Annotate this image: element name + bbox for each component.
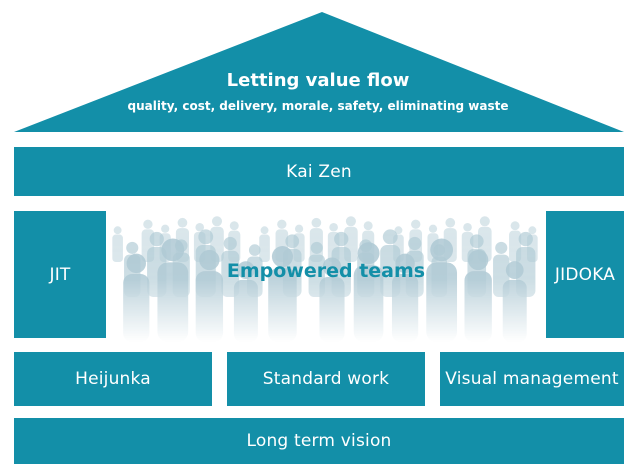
- right-pillar: JIDOKA: [546, 211, 624, 338]
- foundation-block-heijunka: Heijunka: [14, 352, 212, 406]
- center-label: Empowered teams: [226, 260, 426, 282]
- crowd-image: [112, 216, 538, 342]
- foundation-label: Visual management: [445, 369, 619, 389]
- roof-title: Letting value flow: [226, 70, 410, 91]
- left-pillar-label: JIT: [49, 264, 71, 285]
- kaizen-bar: Kai Zen: [14, 147, 624, 196]
- foundation-block-standard-work: Standard work: [227, 352, 425, 406]
- base-bar: Long term vision: [14, 418, 624, 464]
- foundation-block-visual-management: Visual management: [440, 352, 624, 406]
- base-label: Long term vision: [246, 431, 392, 451]
- foundation-label: Heijunka: [75, 369, 151, 389]
- roof-subtitle: quality, cost, delivery, morale, safety,…: [127, 99, 509, 113]
- left-pillar: JIT: [14, 211, 106, 338]
- kaizen-label: Kai Zen: [286, 161, 352, 182]
- foundation-label: Standard work: [262, 369, 390, 389]
- roof-shape: [14, 12, 624, 132]
- right-pillar-label: JIDOKA: [554, 264, 616, 285]
